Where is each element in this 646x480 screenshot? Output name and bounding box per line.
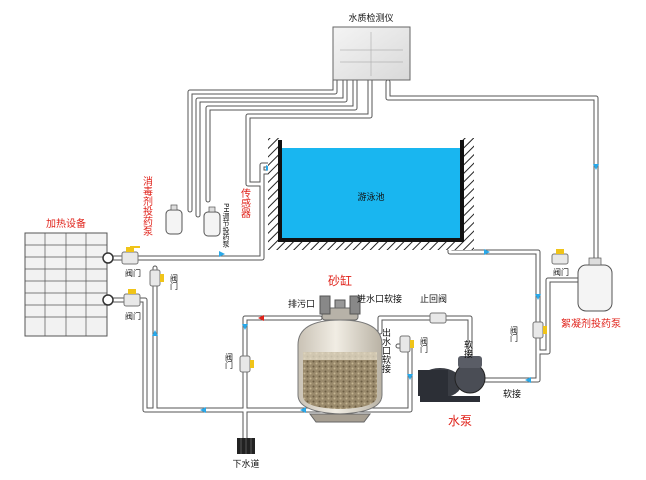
flow-arrow [535,294,541,300]
sensor-label: 传感器 [239,188,251,219]
outlet-valve-label: 阀门 [420,337,429,354]
water-quality-monitor: 水质检测仪 [332,12,411,81]
flow-arrow [258,315,264,321]
ph-pump-label: PH调节投药泵 [222,203,230,248]
inlet-hose-label: 进水口软接 [357,293,402,305]
disinfectant-pump: 消毒剂投药泵 [141,175,183,236]
flow-arrow [407,374,413,380]
drain-valve[interactable] [319,295,331,315]
flow-arrow [593,164,599,170]
pump-hose-label: 软接 [462,339,473,359]
flow-arrow [525,377,531,383]
sand-tank-label: 砂缸 [328,273,352,288]
water-pump-label: 水泵 [448,414,472,428]
flocculant-pump: 絮凝剂投药泵 [561,257,621,330]
heater-valve-upper[interactable] [121,246,140,265]
pump-inlet-hose-label: 软接 [503,388,521,400]
flow-arrow [242,324,248,330]
water-pump: 水泵 [418,356,486,428]
heater-valve-lower-label: 阀门 [125,311,141,321]
flow-arrow [152,330,158,336]
ph-pump: PH调节投药泵 [203,203,230,248]
sewer-label: 下水道 [232,458,259,470]
flocculant-valve[interactable] [551,249,569,265]
pool-label: 游泳池 [357,191,384,203]
pool-water [280,148,462,240]
swimming-pool: 游泳池 [268,138,474,250]
loop-valve-left-label: 阀门 [170,274,179,291]
heating-equipment: 加热设备 [24,217,114,337]
disinfectant-pump-label: 消毒剂投药泵 [141,175,153,236]
outlet-hose-label: 出水口软接 [380,327,391,374]
flocculant-pump-label: 絮凝剂投药泵 [561,317,621,330]
water-quality-monitor-label: 水质检测仪 [348,12,393,24]
sand-tank: 砂缸 [297,273,383,423]
loop-valve-left[interactable] [149,269,164,287]
pump-inlet-valve-label: 阀门 [510,326,519,343]
flow-arrow [200,407,206,413]
check-valve-label: 止回阀 [420,293,447,305]
outlet-valve[interactable] [399,335,414,353]
heating-equipment-label: 加热设备 [46,217,86,230]
flow-arrow [300,407,306,413]
drain-line-valve[interactable] [239,355,254,373]
sewer: 下水道 [232,438,260,470]
pump-inlet-valve[interactable] [532,321,547,339]
heater-valve-upper-label: 阀门 [125,268,141,278]
flow-arrow [484,249,490,255]
flow-arrow [219,251,225,257]
heater-valve-lower[interactable] [123,289,141,307]
drain-port-label: 排污口 [288,298,315,310]
check-valve[interactable] [429,312,447,324]
flocculant-valve-label: 阀门 [553,267,569,277]
drain-line-valve-label: 阀门 [225,353,234,370]
